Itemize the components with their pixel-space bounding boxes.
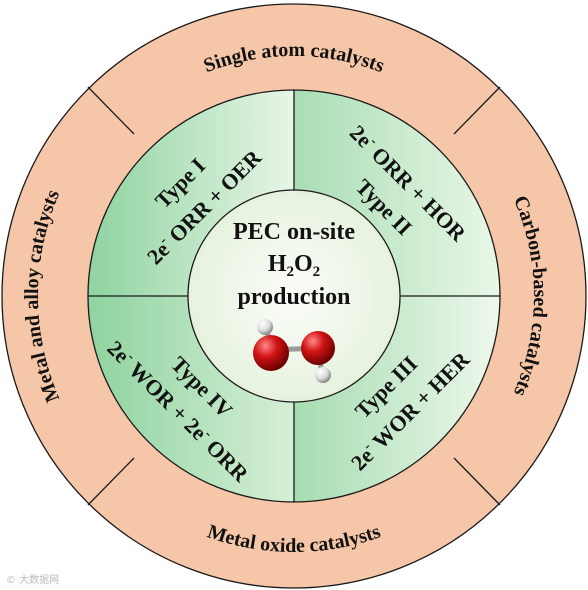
center-line3: production <box>238 284 351 310</box>
center-circle <box>187 189 401 403</box>
divider-ring-se <box>453 457 501 506</box>
center-line1: PEC on-site <box>233 219 355 245</box>
watermark: © 大数据网 <box>6 575 60 586</box>
center-formula: H2O2 <box>268 251 320 280</box>
h2o2-molecule-icon <box>253 319 335 383</box>
divider-ring-ne <box>453 86 501 135</box>
divider-ring-nw <box>87 86 135 135</box>
divider-ring-sw <box>87 457 135 506</box>
